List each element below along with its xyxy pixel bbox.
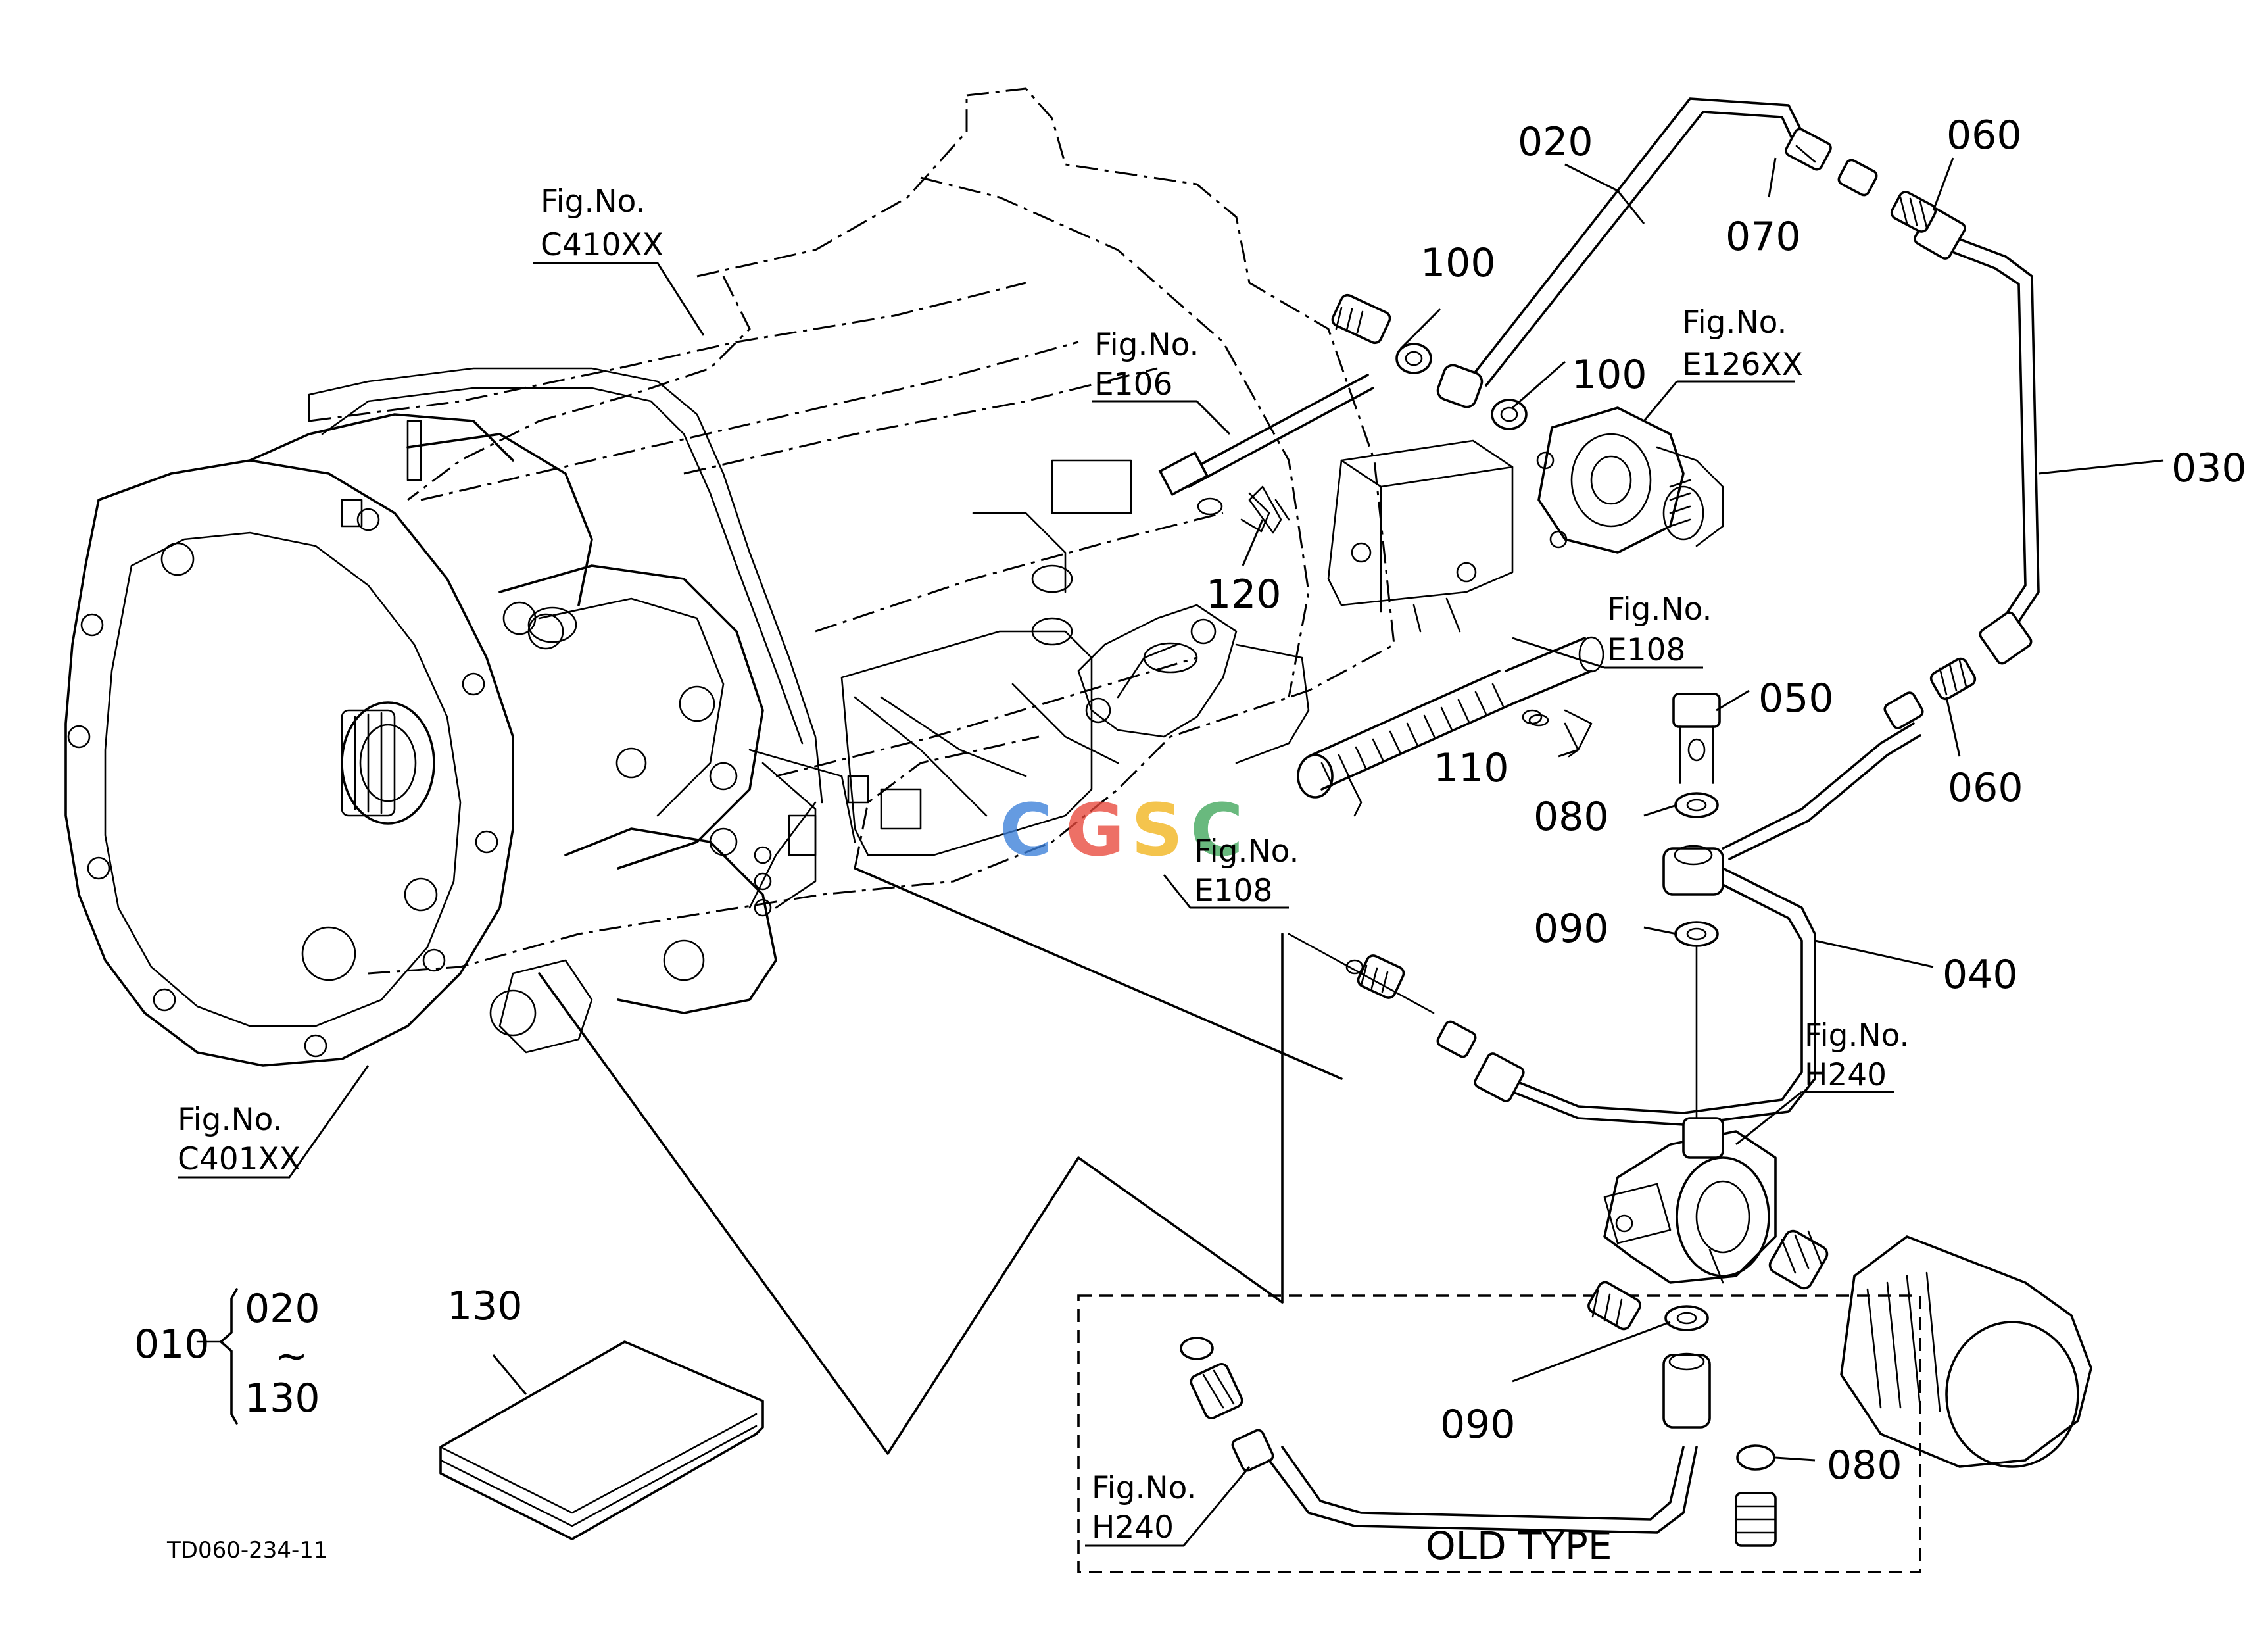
fig-ref-e108-top-code: E108 (1607, 632, 1685, 668)
fig-ref-c410xx-prefix: Fig.No. (541, 184, 645, 220)
fig-ref-e108-mid-prefix: Fig.No. (1194, 833, 1299, 870)
set-group-to: 130 (245, 1375, 320, 1421)
old-type-label: OLD TYPE (1426, 1523, 1612, 1568)
old-type-box (1077, 1294, 1921, 1573)
callout-090-top: 090 (1533, 906, 1609, 952)
instruction-sheet (439, 1340, 764, 1540)
callout-060-bottom: 060 (1948, 765, 2023, 811)
break-line-upper (854, 867, 1343, 1080)
break-line-zigzag (538, 972, 1284, 1455)
fig-ref-c401xx-code: C401XX (178, 1141, 301, 1177)
callout-110: 110 (1434, 745, 1509, 791)
watermark-letter: C (1000, 788, 1053, 872)
tension-spring (1297, 636, 1604, 799)
callout-090-bottom: 090 (1440, 1402, 1516, 1448)
callout-labels: 020 060 070 100 100 030 120 050 110 060 … (447, 112, 2247, 1488)
drawing-code: TD060-234-11 (166, 1537, 328, 1563)
watermark-letter: G (1065, 788, 1124, 872)
callout-120: 120 (1206, 572, 1282, 618)
old-type-parts (1180, 1281, 1777, 1547)
fig-ref-h240-bottom-code: H240 (1092, 1510, 1174, 1546)
filter-head (1603, 1117, 1777, 1284)
fig-ref-e126xx-code: E126XX (1682, 347, 1803, 383)
fig-ref-h240-bottom-prefix: Fig.No. (1092, 1470, 1196, 1506)
callout-060-top: 060 (1946, 112, 2022, 159)
figure-references: Fig.No. C410XX Fig.No. E106 Fig.No. E126… (178, 184, 1909, 1546)
watermark-logo: C G S C (1000, 788, 1243, 872)
fig-ref-h240-right-code: H240 (1804, 1057, 1887, 1093)
fig-ref-e106-prefix: Fig.No. (1094, 327, 1199, 363)
oil-pipe-020 (1472, 97, 1878, 387)
fig-ref-e126xx-prefix: Fig.No. (1682, 305, 1787, 341)
set-group-bracket (220, 1288, 238, 1425)
oil-pipe-040 (1436, 722, 1921, 1126)
set-group-parent: 010 (134, 1321, 210, 1367)
callout-020: 020 (1518, 119, 1593, 165)
fig-ref-e108-top-prefix: Fig.No. (1607, 591, 1712, 627)
leader-lines (178, 157, 2164, 1547)
callout-030: 030 (2171, 445, 2247, 491)
fittings (1248, 191, 1977, 1119)
set-group-from: 020 (245, 1286, 320, 1332)
oil-filter (1768, 1229, 2092, 1468)
transmission-housing (64, 87, 1395, 1067)
set-group-range-mark: ~ (275, 1333, 308, 1379)
callout-040: 040 (1942, 952, 2018, 998)
fig-ref-c410xx-code: C410XX (541, 227, 664, 263)
callout-100-top: 100 (1420, 240, 1496, 286)
callout-080-bottom: 080 (1827, 1442, 1902, 1488)
callout-080-top: 080 (1533, 794, 1609, 840)
watermark-letter: C (1190, 788, 1243, 872)
callout-100-bottom: 100 (1572, 352, 1647, 398)
callout-130: 130 (447, 1283, 523, 1329)
callout-050: 050 (1758, 676, 1834, 722)
oil-pipe-030 (1914, 207, 2040, 665)
set-group-010: 010 020 ~ 130 (134, 1286, 320, 1421)
watermark-letter: S (1131, 788, 1183, 872)
fig-ref-e108-mid-code: E108 (1194, 873, 1272, 909)
fig-ref-e106-code: E106 (1094, 366, 1172, 403)
callout-070: 070 (1725, 214, 1801, 260)
fig-ref-c401xx-prefix: Fig.No. (178, 1102, 282, 1138)
spring-and-linkage (1077, 374, 1604, 799)
pump-assembly (1536, 406, 1724, 554)
fig-ref-h240-right-prefix: Fig.No. (1804, 1018, 1909, 1054)
